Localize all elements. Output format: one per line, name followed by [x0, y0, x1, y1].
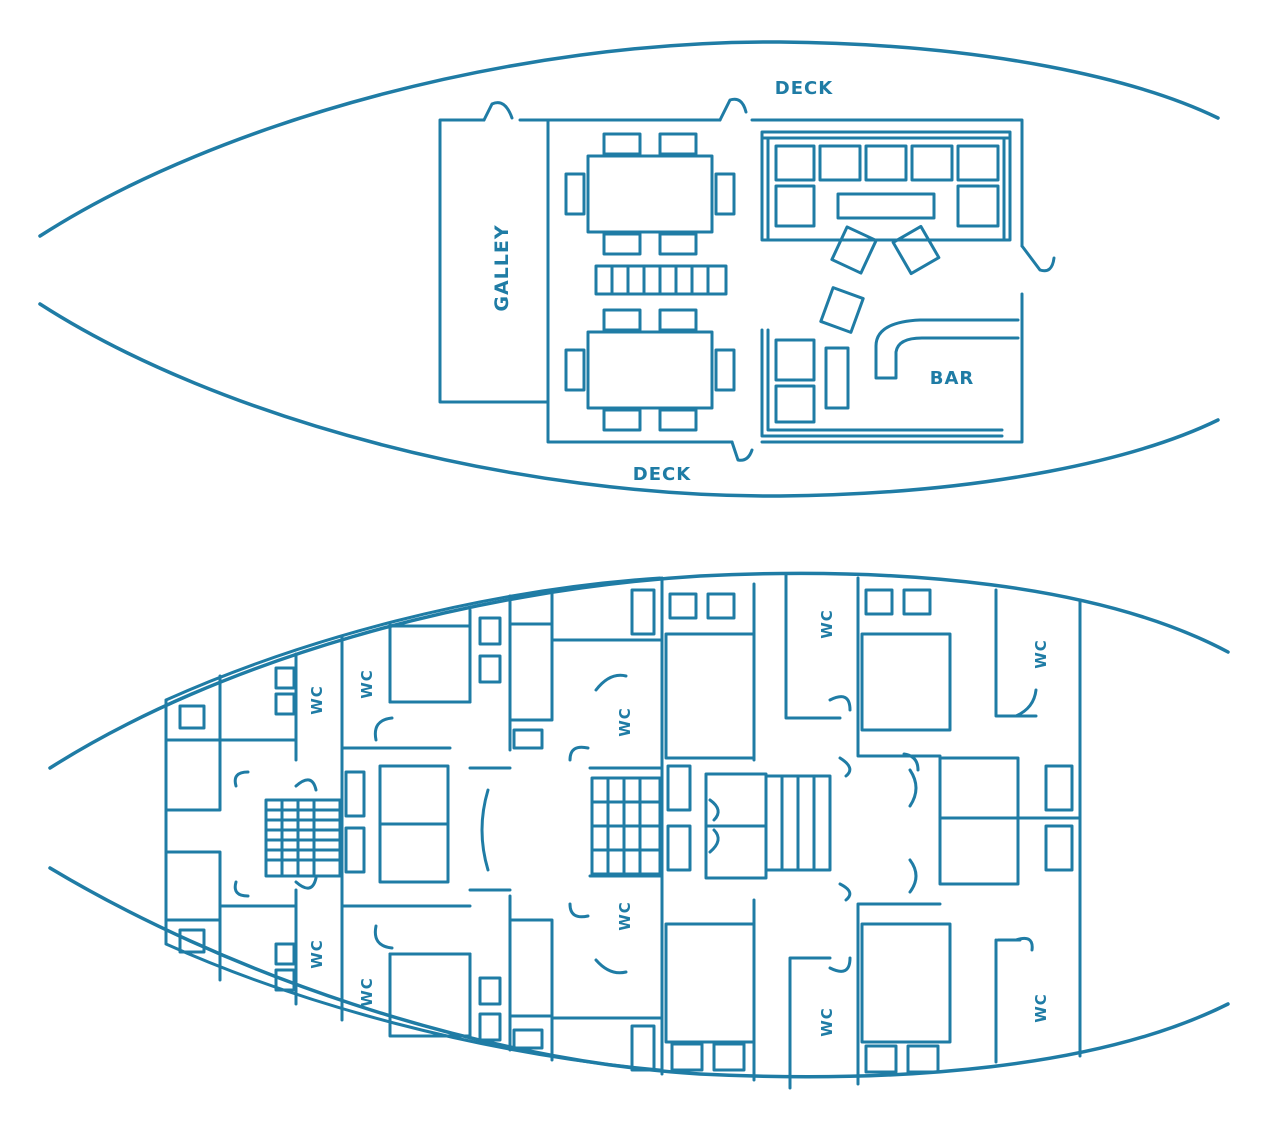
dining-table-1: [564, 132, 736, 256]
wc-label: WC: [616, 707, 634, 737]
bar-seating: [760, 328, 1004, 438]
wc-label: WC: [818, 1007, 836, 1037]
saloon-door-top: [718, 97, 748, 122]
wc-label: WC: [1032, 993, 1050, 1023]
stairs-left: [264, 798, 342, 878]
upper-deck: GALLEY: [38, 40, 1220, 498]
wc-label: WC: [818, 609, 836, 639]
lounge-sofa: [760, 130, 1012, 242]
lower-hull-top: [48, 571, 1230, 770]
galley-label: GALLEY: [491, 224, 513, 311]
galley-door: [482, 101, 514, 122]
saloon-door-bottom: [730, 440, 754, 462]
lower-hull-bottom: [48, 866, 1230, 1079]
deck-label-top: DECK: [775, 78, 833, 99]
wc-label: WC: [616, 901, 634, 931]
wc-labels: WC WC WC WC WC WC WC WC WC WC: [308, 609, 1050, 1037]
lounge-chairs: [819, 224, 941, 334]
wc-label: WC: [358, 669, 376, 699]
bar-label: BAR: [930, 368, 975, 389]
stairs-right: [764, 774, 832, 872]
stairs-center: [590, 776, 662, 876]
saloon-walls: [518, 118, 1024, 444]
wc-label: WC: [1032, 639, 1050, 669]
saloon-door-right: [1020, 244, 1056, 273]
lockers-lower-deck: [178, 588, 1074, 1074]
beds-lower-deck: [378, 622, 1020, 1044]
bar-counter: [874, 318, 1020, 380]
dining-table-2: [564, 308, 736, 432]
saloon-stairs: [594, 264, 728, 296]
wc-label: WC: [308, 939, 326, 969]
deck-label-bottom: DECK: [633, 464, 691, 485]
upper-hull-top: [38, 40, 1220, 238]
door-swings: [233, 673, 1038, 975]
lower-deck: WC WC WC WC WC WC WC WC WC WC: [48, 571, 1230, 1090]
upper-hull-bottom: [38, 302, 1220, 498]
wc-label: WC: [358, 977, 376, 1007]
galley-room: [438, 118, 550, 404]
wc-label: WC: [308, 685, 326, 715]
